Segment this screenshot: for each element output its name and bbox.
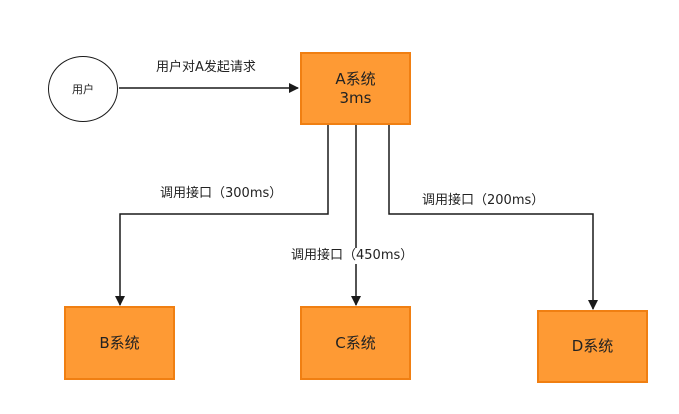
system-b-label: B系统	[99, 333, 140, 352]
user-node: 用户	[48, 56, 118, 122]
edge-label-a-to-b: 调用接口（300ms）	[160, 186, 283, 202]
system-c-node: C系统	[300, 306, 411, 380]
system-a-node: A系统 3ms	[300, 52, 411, 125]
edge-label-a-to-c: 调用接口（450ms）	[291, 248, 414, 264]
edge-a-to-d	[388, 124, 598, 310]
user-node-label: 用户	[72, 82, 94, 96]
edge-label-user-to-a: 用户对A发起请求	[156, 60, 256, 76]
system-a-latency: 3ms	[339, 88, 372, 107]
edge-a-to-b	[115, 124, 329, 306]
system-d-node: D系统	[537, 310, 648, 383]
system-d-label: D系统	[571, 337, 614, 355]
system-c-label: C系统	[335, 333, 376, 352]
system-a-name: A系统	[335, 69, 376, 88]
system-b-node: B系统	[64, 306, 175, 380]
edge-label-a-to-d: 调用接口（200ms）	[422, 193, 545, 209]
